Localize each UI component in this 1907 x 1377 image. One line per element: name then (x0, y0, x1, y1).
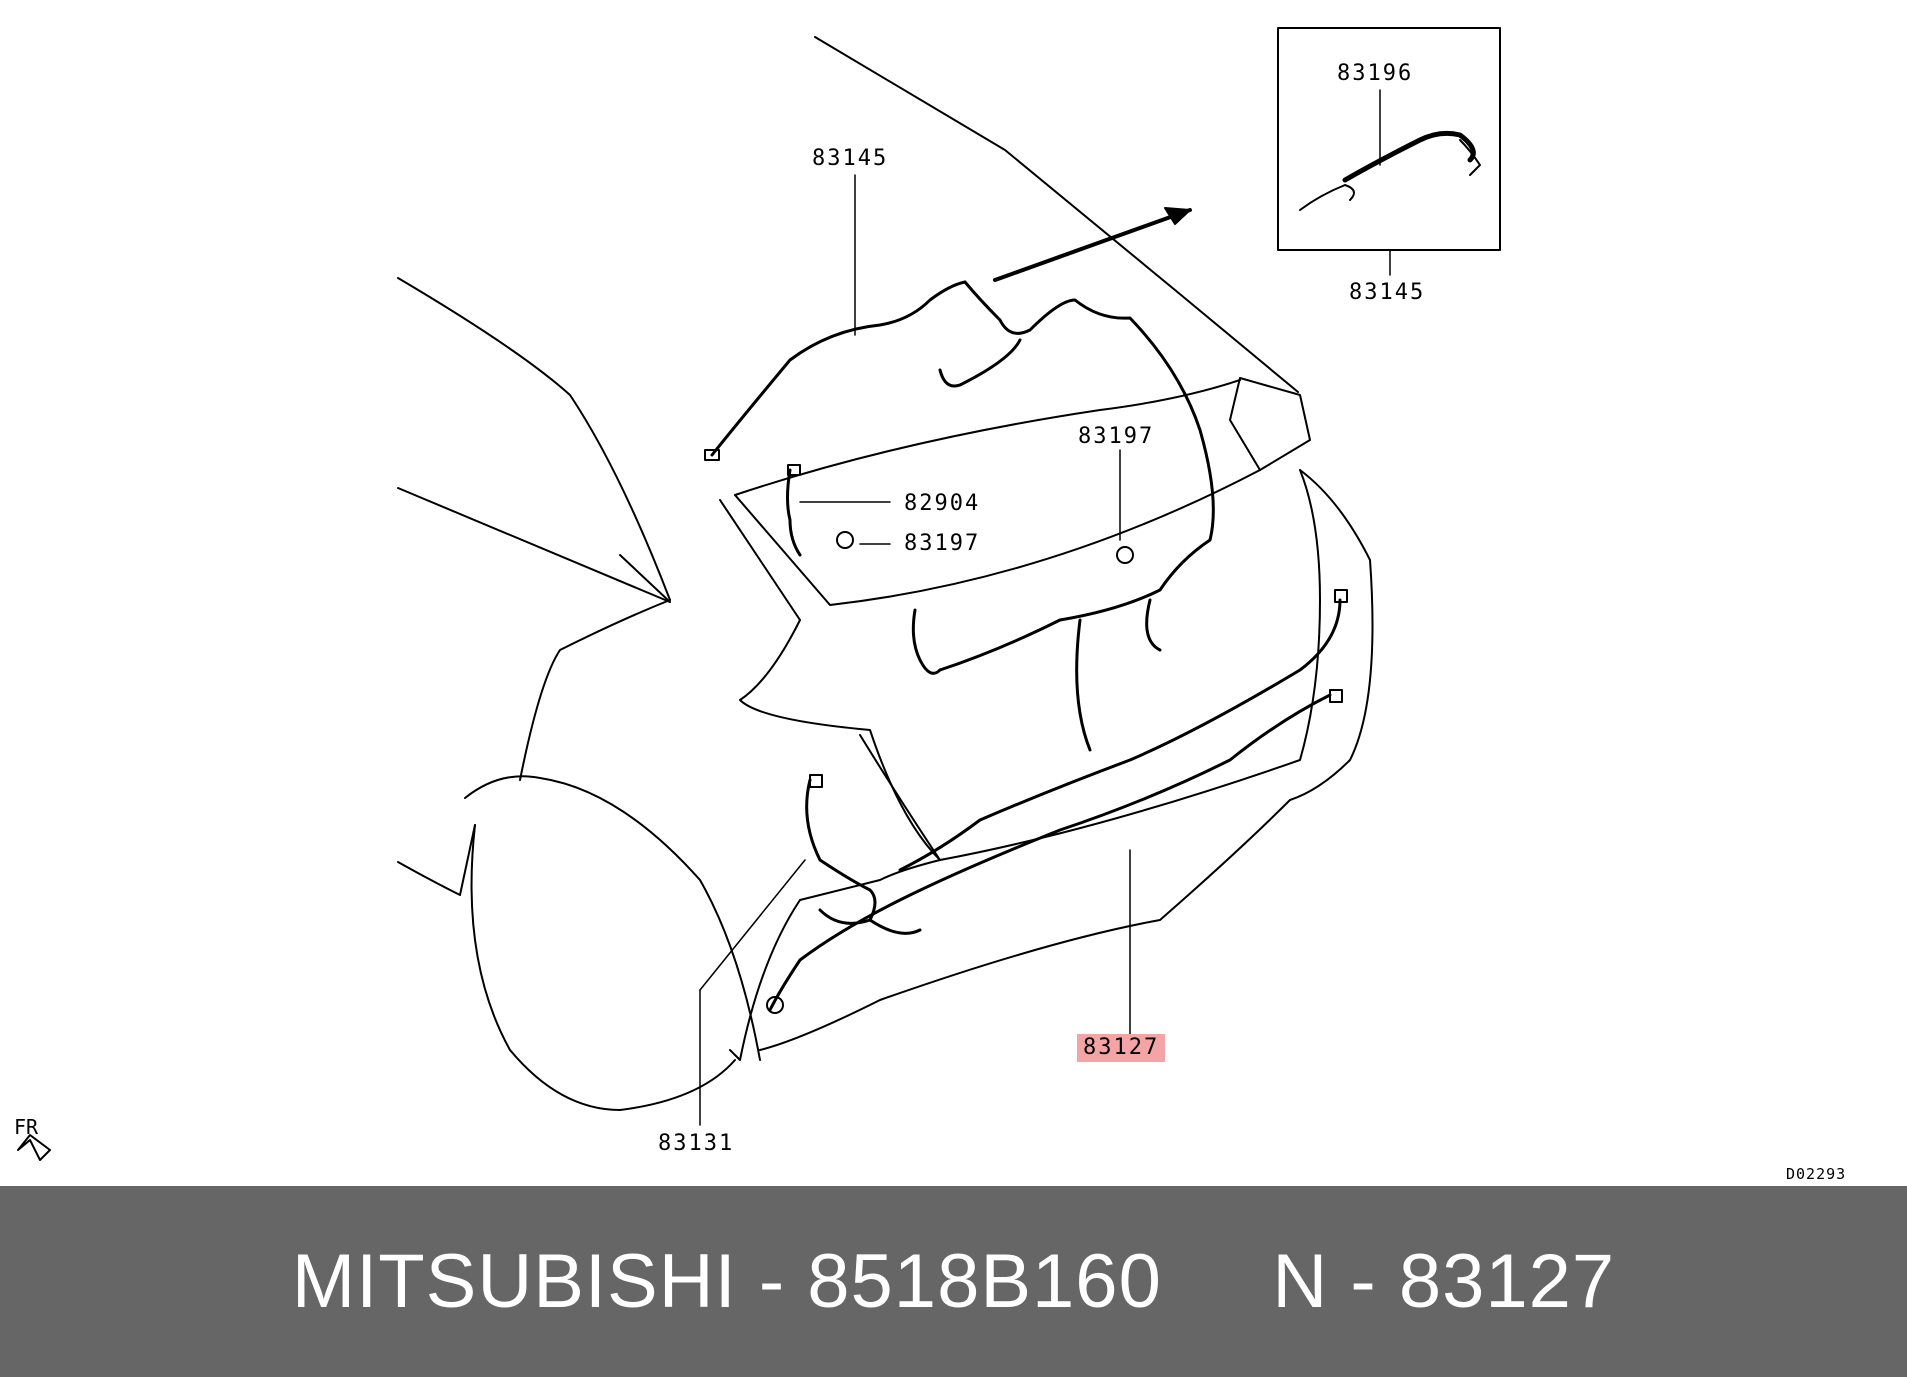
vehicle-line-drawing (17, 27, 1501, 1161)
callout-83197-right: 83197 (1078, 424, 1155, 449)
callout-83196: 83196 (1337, 61, 1414, 86)
footer-bar: MITSUBISHI - 8518B160 N - 83127 (0, 1186, 1907, 1377)
part-number-caption: MITSUBISHI - 8518B160 N - 83127 (291, 1239, 1616, 1324)
callout-83131: 83131 (658, 1131, 735, 1156)
callout-83145-inset: 83145 (1349, 280, 1426, 305)
drawing-code: D02293 (1786, 1165, 1847, 1183)
callout-83145-main: 83145 (812, 146, 889, 171)
front-direction-label: FR (14, 1115, 39, 1139)
callout-83127-highlighted[interactable]: 83127 (1077, 1034, 1166, 1062)
callout-82904: 82904 (904, 491, 981, 516)
callout-83197-left: 83197 (904, 531, 981, 556)
parts-diagram: 83145 82904 83197 83197 83196 83145 8312… (14, 27, 1847, 1183)
